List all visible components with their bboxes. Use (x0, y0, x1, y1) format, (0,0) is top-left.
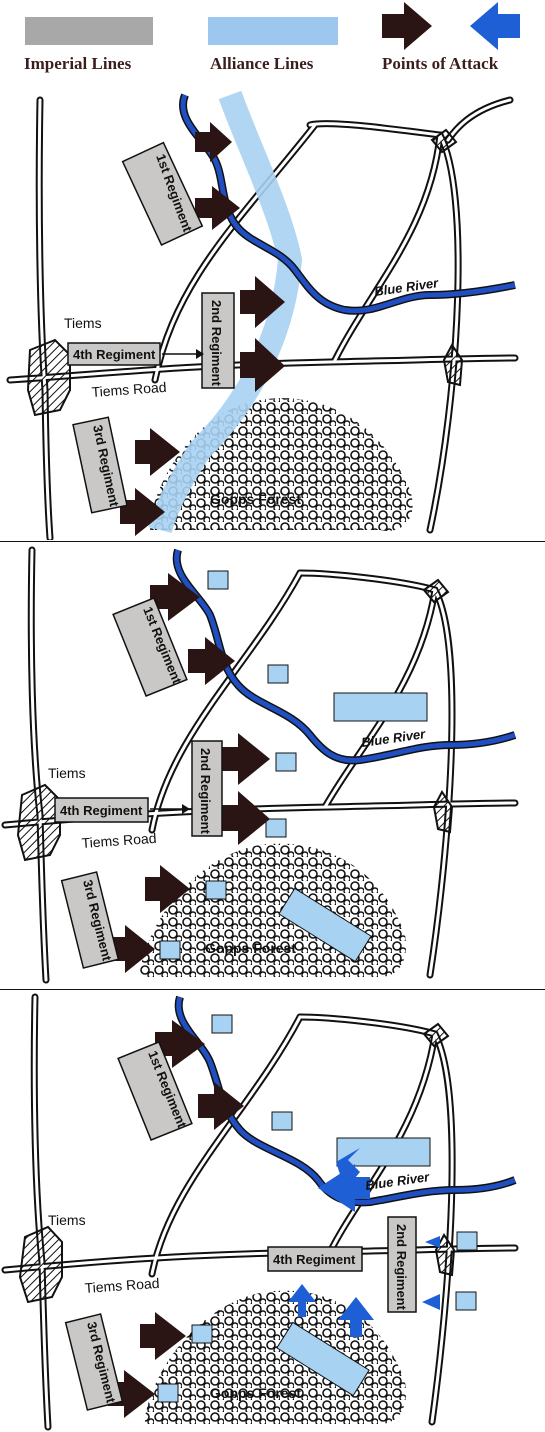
regiment-3-box: 3rd Regiment (72, 416, 128, 514)
map-panel-1: 1st Regiment 2nd Regiment 3rd Regiment 4… (0, 90, 545, 540)
bridge-east (442, 343, 464, 387)
tiems-label: Tiems (48, 1212, 86, 1228)
attack-arrow-blue-icon (470, 2, 520, 50)
regiment-3-box: 3rd Regiment (64, 1313, 124, 1411)
bridge-east (434, 1233, 456, 1277)
alliance-swatch (208, 17, 338, 45)
gopps-forest-label: Gopps Forest (205, 940, 296, 956)
regiment-2-box: 2nd Regiment (191, 740, 223, 837)
legend-alliance: Alliance Lines (190, 0, 360, 85)
regiment-2-box: 2nd Regiment (201, 292, 235, 389)
panel-divider-2 (0, 989, 545, 990)
regiment-4-label: 4th Regiment (73, 347, 156, 362)
gopps-forest-label: Gopps Forest (210, 491, 301, 507)
alliance-units (159, 570, 428, 963)
imperial-lines-label: Imperial Lines (24, 54, 132, 73)
attack-arrow-dark-icon (382, 2, 432, 50)
attack-arrows (382, 2, 520, 50)
bridge-north (422, 578, 450, 604)
bridge-north (422, 1022, 450, 1048)
map-panel-3: 1st Regiment 2nd Regiment 3rd Regiment 4… (0, 992, 545, 1432)
alliance-units (157, 1014, 478, 1403)
regiment-4-box: 4th Regiment (54, 797, 190, 823)
tiems-town (26, 338, 71, 417)
regiment-2-box: 2nd Regiment (387, 1216, 417, 1313)
alliance-line (148, 90, 303, 534)
regiment-4-box: 4th Regiment (67, 342, 204, 366)
regiment-4-label: 4th Regiment (273, 1252, 356, 1267)
panel-divider-1 (0, 541, 545, 542)
regiment-2-label: 2nd Regiment (209, 300, 224, 387)
regiment-2-label: 2nd Regiment (394, 1224, 409, 1311)
tiems-road-label: Tiems Road (91, 379, 167, 400)
map-panel-2: 1st Regiment 2nd Regiment 3rd Regiment 4… (0, 545, 545, 985)
points-of-attack-label: Points of Attack (382, 54, 499, 73)
tiems-label: Tiems (48, 765, 86, 781)
regiment-4-box: 4th Regiment (267, 1246, 363, 1272)
bridge-north (430, 128, 458, 154)
regiment-3-box: 3rd Regiment (60, 871, 120, 969)
regiment-4-label: 4th Regiment (60, 803, 143, 818)
map-legend: Imperial Lines Alliance Lines Points of … (0, 0, 545, 85)
imperial-attack-arrows (120, 122, 285, 536)
alliance-attack-arrows (288, 1148, 455, 1337)
bridge-east (432, 790, 454, 834)
gopps-forest-label: Gopps Forest (210, 1385, 301, 1401)
regiment-2-label: 2nd Regiment (198, 748, 213, 835)
legend-attack: Points of Attack (370, 0, 545, 85)
tiems-label: Tiems (64, 315, 102, 331)
tiems-road-label: Tiems Road (84, 1275, 160, 1296)
imperial-swatch (25, 17, 153, 45)
imperial-attack-arrows (110, 573, 270, 973)
alliance-lines-label: Alliance Lines (210, 54, 314, 73)
tiems-town (18, 1225, 63, 1304)
regiment-1-box: 1st Regiment (121, 141, 204, 246)
tiems-road-label: Tiems Road (81, 830, 157, 851)
imperial-attack-arrows (108, 1020, 244, 1418)
gopps-forest (145, 1290, 406, 1424)
legend-imperial: Imperial Lines (0, 0, 180, 85)
tiems-town (16, 783, 61, 862)
